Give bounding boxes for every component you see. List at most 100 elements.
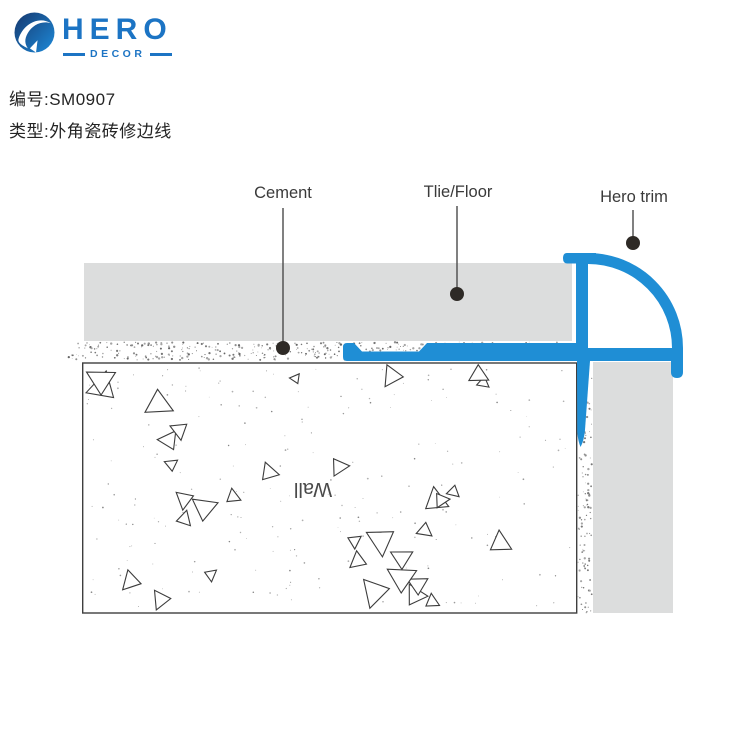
texture-dot bbox=[485, 369, 488, 371]
texture-triangle bbox=[436, 492, 452, 509]
texture-dot bbox=[445, 602, 447, 604]
texture-dot bbox=[226, 343, 228, 345]
texture-dot bbox=[581, 586, 583, 589]
texture-dot bbox=[244, 422, 246, 424]
texture-dot bbox=[499, 496, 500, 498]
texture-dot bbox=[94, 351, 97, 354]
texture-dot bbox=[216, 349, 219, 352]
texture-dot bbox=[277, 536, 279, 538]
texture-dot bbox=[405, 350, 407, 352]
texture-dot bbox=[561, 370, 563, 372]
texture-dot bbox=[134, 504, 136, 506]
texture-dot bbox=[579, 558, 581, 561]
texture-dot bbox=[179, 472, 181, 474]
texture-dot bbox=[326, 346, 329, 350]
texture-dot bbox=[97, 345, 100, 348]
texture-dot bbox=[254, 346, 256, 348]
texture-dot bbox=[580, 580, 583, 583]
texture-dot bbox=[190, 488, 193, 490]
texture-dot bbox=[297, 391, 299, 393]
texture-dot bbox=[486, 544, 489, 547]
texture-dot bbox=[219, 380, 221, 382]
texture-dot bbox=[155, 355, 159, 359]
texture-dot bbox=[243, 491, 245, 493]
texture-dot bbox=[126, 357, 129, 360]
texture-dot bbox=[418, 443, 420, 445]
texture-triangle bbox=[156, 429, 177, 451]
texture-dot bbox=[143, 342, 146, 345]
texture-dot bbox=[458, 341, 460, 343]
texture-dot bbox=[587, 492, 590, 495]
texture-triangle bbox=[362, 578, 391, 610]
trim-bottom-bar bbox=[576, 348, 683, 361]
texture-dot bbox=[300, 352, 303, 354]
texture-dot bbox=[442, 388, 444, 390]
texture-dot bbox=[259, 358, 262, 361]
texture-dot bbox=[189, 345, 191, 348]
texture-dot bbox=[179, 359, 181, 361]
texture-dot bbox=[580, 603, 583, 606]
texture-dot bbox=[239, 531, 242, 534]
texture-dot bbox=[413, 457, 416, 460]
texture-dot bbox=[198, 416, 200, 418]
texture-dot bbox=[434, 443, 436, 444]
texture-dot bbox=[584, 567, 587, 570]
texture-dot bbox=[166, 342, 168, 344]
texture-dot bbox=[147, 358, 150, 361]
texture-dot bbox=[582, 491, 584, 493]
texture-dot bbox=[157, 521, 160, 523]
texture-dot bbox=[266, 370, 268, 372]
texture-dot bbox=[403, 343, 406, 347]
texture-dot bbox=[269, 348, 271, 350]
texture-dot bbox=[181, 347, 183, 349]
texture-dot bbox=[588, 589, 591, 592]
texture-dot bbox=[398, 348, 400, 350]
texture-dot bbox=[204, 345, 208, 348]
texture-dot bbox=[194, 346, 196, 348]
texture-dot bbox=[313, 355, 315, 357]
texture-dot bbox=[577, 494, 579, 496]
texture-dot bbox=[356, 378, 358, 380]
texture-dot bbox=[452, 463, 454, 465]
texture-dot bbox=[441, 484, 443, 486]
texture-dot bbox=[144, 355, 147, 358]
texture-dot bbox=[427, 379, 430, 381]
texture-dot bbox=[371, 347, 373, 350]
texture-dot bbox=[131, 344, 134, 347]
texture-dot bbox=[266, 343, 269, 346]
texture-dot bbox=[236, 350, 238, 352]
texture-dot bbox=[280, 500, 282, 502]
texture-dot bbox=[450, 368, 452, 370]
texture-dot bbox=[402, 382, 404, 384]
texture-dot bbox=[284, 449, 287, 451]
texture-dot bbox=[113, 356, 116, 359]
texture-dot bbox=[286, 357, 290, 360]
texture-dot bbox=[334, 344, 336, 346]
texture-dot bbox=[324, 344, 327, 347]
label-cement: Cement bbox=[254, 184, 312, 202]
texture-dot bbox=[141, 346, 143, 348]
texture-dot bbox=[590, 610, 592, 612]
texture-dot bbox=[133, 374, 134, 376]
texture-dot bbox=[170, 350, 173, 353]
texture-dot bbox=[308, 349, 311, 352]
texture-dot bbox=[96, 538, 98, 540]
texture-dot bbox=[86, 342, 88, 344]
texture-dot bbox=[577, 596, 579, 598]
texture-dot bbox=[327, 485, 329, 487]
texture-dot bbox=[132, 352, 136, 355]
texture-dot bbox=[585, 482, 586, 484]
texture-dot bbox=[276, 594, 279, 596]
texture-dot bbox=[582, 466, 584, 468]
texture-dot bbox=[583, 544, 586, 546]
texture-dot bbox=[325, 352, 327, 354]
texture-dot bbox=[371, 349, 374, 352]
texture-dot bbox=[522, 478, 525, 481]
texture-dot bbox=[376, 347, 378, 349]
texture-dot bbox=[347, 560, 350, 563]
texture-dot bbox=[252, 390, 255, 393]
texture-dot bbox=[365, 348, 368, 351]
texture-triangle bbox=[163, 459, 179, 473]
texture-dot bbox=[340, 531, 341, 533]
texture-dot bbox=[215, 353, 217, 355]
